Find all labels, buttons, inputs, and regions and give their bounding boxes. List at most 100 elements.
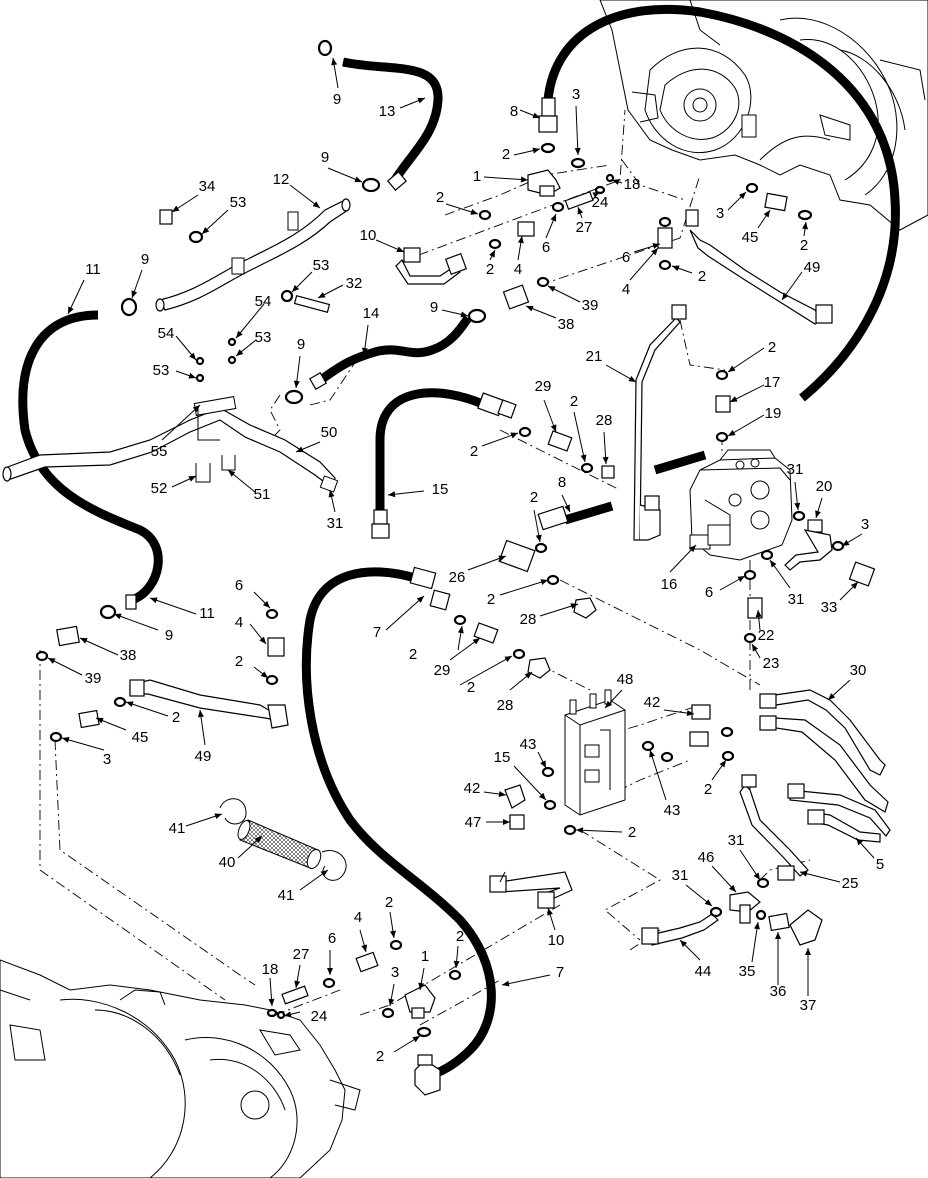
leader-arrowhead [236, 349, 244, 356]
leader-arrowhead [805, 948, 811, 955]
callout-52: 52 [151, 475, 197, 497]
callout-43: 43 [520, 736, 547, 769]
leader-arrowhead [547, 908, 553, 916]
leader-arrowhead [719, 760, 726, 768]
leader-arrowhead [672, 265, 680, 272]
callout-37: 37 [800, 948, 816, 1014]
callout-53: 53 [153, 362, 197, 379]
callout-39: 39 [47, 657, 102, 687]
callout-21: 21 [586, 348, 637, 383]
leader-arrowhead [540, 760, 546, 768]
callout-2: 2 [727, 339, 776, 373]
callout-42: 42 [644, 694, 695, 717]
leader-arrowhead [503, 819, 510, 825]
svg-text:42: 42 [464, 780, 481, 797]
leader-arrowhead [453, 960, 460, 968]
svg-text:17: 17 [764, 374, 781, 391]
svg-text:3: 3 [572, 86, 580, 103]
svg-text:18: 18 [624, 176, 641, 193]
hose-8-mid [563, 501, 614, 525]
callout-25: 25 [799, 870, 858, 892]
svg-text:53: 53 [153, 362, 170, 379]
callout-3: 3 [572, 86, 581, 156]
svg-text:6: 6 [235, 577, 243, 594]
svg-text:43: 43 [520, 736, 537, 753]
leader-arrowhead [510, 432, 518, 439]
leader-arrowhead [361, 944, 368, 952]
svg-text:2: 2 [530, 489, 538, 506]
svg-text:6: 6 [622, 249, 630, 266]
callout-23: 23 [751, 643, 779, 672]
svg-text:2: 2 [628, 824, 636, 841]
leader-arrowhead [262, 600, 270, 608]
callout-31: 31 [327, 489, 343, 532]
callout-54: 54 [158, 325, 197, 361]
leader-arrowhead [753, 922, 760, 930]
callout-6: 6 [622, 243, 661, 266]
leader-arrowhead [570, 603, 578, 609]
leader-arrowhead [524, 672, 532, 679]
svg-text:7: 7 [556, 964, 564, 981]
leader-arrowhead [728, 429, 736, 436]
strainer-40 [219, 798, 347, 881]
leader-arrowhead [649, 750, 655, 758]
leader-arrowhead [856, 838, 863, 846]
hose-15 [375, 388, 487, 515]
leader-arrowhead [260, 671, 268, 678]
leader-arrowhead [259, 636, 266, 644]
callout-18: 18 [611, 176, 641, 193]
leader-arrowhead [331, 58, 338, 66]
svg-text:9: 9 [297, 336, 305, 353]
leader-arrowhead [268, 998, 275, 1006]
leader-arrowhead [577, 207, 584, 215]
callout-33: 33 [821, 581, 859, 616]
leader-arrowhead [126, 701, 134, 708]
hose-14 [315, 315, 472, 386]
leader-arrowhead [114, 613, 122, 620]
svg-text:2: 2 [502, 146, 510, 163]
svg-text:46: 46 [698, 849, 715, 866]
svg-text:31: 31 [787, 461, 804, 478]
callout-49: 49 [195, 709, 212, 765]
callout-2: 2 [385, 894, 396, 939]
callout-2: 2 [800, 221, 808, 254]
svg-text:29: 29 [535, 378, 552, 395]
callout-31: 31 [672, 867, 713, 907]
svg-text:6: 6 [328, 930, 336, 947]
svg-text:28: 28 [497, 697, 514, 714]
svg-text:44: 44 [695, 963, 712, 980]
svg-text:10: 10 [548, 932, 565, 949]
callout-26: 26 [449, 555, 507, 586]
callout-29: 29 [535, 378, 557, 433]
leader-arrowhead [532, 112, 540, 119]
leader-arrowhead [396, 246, 404, 252]
callout-2: 2 [409, 625, 464, 663]
leader-arrowhead [228, 470, 236, 477]
svg-text:39: 39 [582, 297, 599, 314]
valve-body-16 [689, 449, 793, 561]
callout-53: 53 [201, 194, 246, 235]
leader-arrowhead [284, 1011, 292, 1018]
callout-14: 14 [361, 305, 379, 356]
callout-2: 2 [530, 489, 542, 543]
svg-text:4: 4 [235, 614, 243, 631]
leader-arrowhead [498, 555, 506, 562]
callout-7: 7 [501, 964, 564, 987]
svg-text:3: 3 [861, 516, 869, 533]
leader-arrowhead [605, 700, 612, 708]
leader-arrowhead [418, 982, 425, 990]
svg-text:21: 21 [586, 348, 603, 365]
callout-9: 9 [131, 251, 149, 299]
callout-28: 28 [596, 412, 612, 465]
hoses [18, 4, 900, 1080]
svg-text:2: 2 [470, 443, 478, 460]
svg-text:49: 49 [195, 748, 212, 765]
svg-text:39: 39 [85, 670, 102, 687]
leader-arrowhead [686, 710, 694, 717]
callout-41: 41 [169, 813, 223, 837]
svg-text:8: 8 [510, 103, 518, 120]
leader-arrowhead [782, 292, 789, 300]
leader-arrowhead [388, 998, 395, 1006]
fittings [56, 169, 876, 1019]
leader-arrowhead [292, 284, 300, 292]
